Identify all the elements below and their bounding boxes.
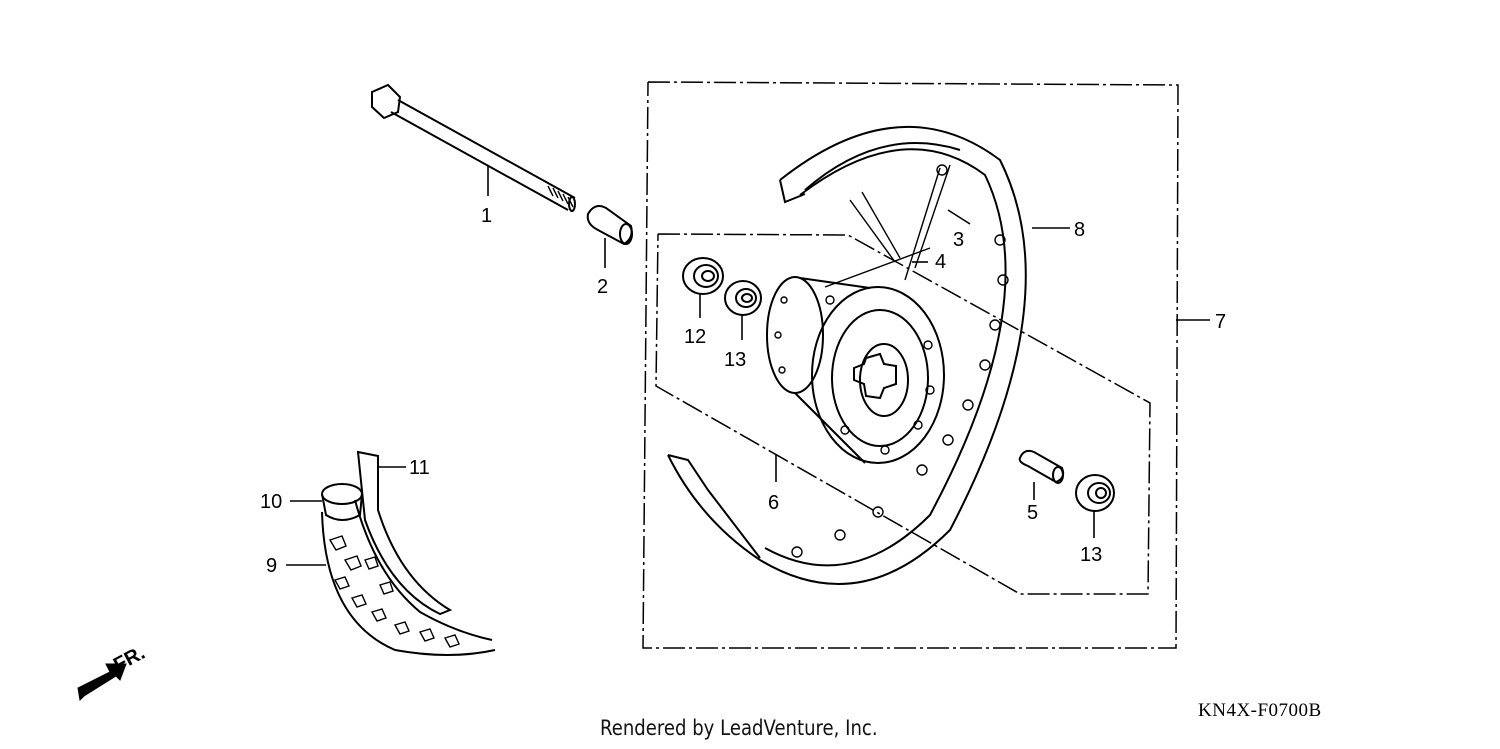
callout-5: 5 xyxy=(1027,502,1038,524)
callout-13-lower: 13 xyxy=(1080,544,1102,566)
tire[interactable] xyxy=(321,499,496,656)
render-credit: Rendered by LeadVenture, Inc. xyxy=(600,716,878,740)
callout-3: 3 xyxy=(953,229,964,251)
wheel-rim[interactable] xyxy=(667,126,1027,585)
hub-bearing-13-lower[interactable] xyxy=(1075,474,1115,512)
callout-4: 4 xyxy=(935,251,946,273)
callout-11: 11 xyxy=(409,457,430,479)
callout-12: 12 xyxy=(684,326,706,348)
wheel-assembly-boundary xyxy=(642,81,1179,649)
inner-tube[interactable] xyxy=(321,483,363,521)
hub-bearing-left[interactable] xyxy=(682,257,724,295)
leader-lines xyxy=(286,166,1210,566)
callout-2: 2 xyxy=(597,276,608,298)
spokes[interactable] xyxy=(824,164,951,288)
wheel-hub[interactable] xyxy=(766,276,945,464)
diagram-code: KN4X-F0700B xyxy=(1198,700,1322,721)
rim-band[interactable] xyxy=(356,450,453,616)
front-direction-arrow-icon xyxy=(77,663,127,702)
callout-10: 10 xyxy=(260,491,282,513)
callout-9: 9 xyxy=(266,555,277,577)
axle-collar[interactable] xyxy=(586,205,633,246)
hub-subassembly-boundary xyxy=(655,233,1151,595)
callout-6: 6 xyxy=(768,492,779,514)
axle-bolt[interactable] xyxy=(371,83,576,212)
callout-8: 8 xyxy=(1074,219,1085,241)
hub-bearing-13-upper[interactable] xyxy=(724,280,762,316)
distance-collar[interactable] xyxy=(1018,449,1065,484)
callout-7: 7 xyxy=(1215,311,1226,333)
callout-1: 1 xyxy=(481,205,492,227)
callout-13-upper: 13 xyxy=(724,349,746,371)
